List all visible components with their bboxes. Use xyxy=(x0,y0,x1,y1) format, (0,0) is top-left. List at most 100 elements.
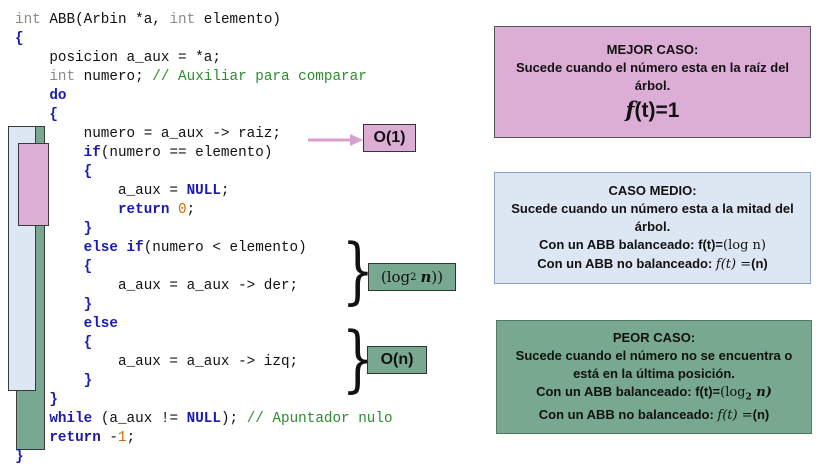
code-token: NULL xyxy=(186,183,221,199)
code-line: { xyxy=(15,106,58,125)
worst-unbalanced-formula: f(t) = xyxy=(717,408,753,424)
average-unbalanced-formula: f(t) = xyxy=(715,257,752,272)
code-line: } xyxy=(15,372,93,391)
code-token: (numero < elemento) xyxy=(143,240,307,256)
code-line: { xyxy=(15,258,93,277)
code-line: else xyxy=(15,315,118,334)
on-label: O(n) xyxy=(367,346,427,374)
code-line: } xyxy=(15,391,58,410)
code-token: numero; xyxy=(75,69,153,85)
code-token xyxy=(15,297,84,313)
if-block-pink-bar xyxy=(18,143,49,226)
best-case-formula: f(t)=1 xyxy=(495,97,810,124)
code-token: { xyxy=(49,107,58,123)
code-line: int numero; // Auxiliar para comparar xyxy=(15,68,367,87)
log-close: )) xyxy=(431,268,444,286)
code-token: do xyxy=(49,88,67,104)
best-case-f: f xyxy=(625,96,635,122)
code-token xyxy=(15,240,84,256)
code-line: do xyxy=(15,87,67,106)
code-token xyxy=(15,430,49,446)
average-balanced-label: Con un ABB balanceado: f(t)= xyxy=(538,237,724,252)
code-token xyxy=(15,411,49,427)
code-token: int xyxy=(169,12,196,28)
best-case-body: Sucede cuando el número esta en la raíz … xyxy=(515,59,790,93)
code-token: 0 xyxy=(178,202,187,218)
code-line: } xyxy=(15,448,24,467)
worst-case-balanced: Con un ABB balanceado: f(t)=(log2 n) xyxy=(497,383,811,407)
o1-label: O(1) xyxy=(363,124,416,152)
code-token: elemento) xyxy=(195,12,281,28)
worst-balanced-sub: 2 xyxy=(745,392,752,403)
worst-case-box: PEOR CASO: Sucede cuando el número no se… xyxy=(496,320,812,434)
code-token: ; xyxy=(126,430,136,446)
code-token: { xyxy=(83,164,93,180)
code-token: // Apuntador nulo xyxy=(246,411,393,427)
code-line: { xyxy=(15,30,24,49)
worst-case-body: Sucede cuando el número no se encuentra … xyxy=(515,347,793,381)
code-token: } xyxy=(15,449,24,465)
code-token xyxy=(15,107,49,123)
log-var: n xyxy=(420,268,432,286)
code-line: { xyxy=(15,334,93,353)
worst-balanced-formula-end: n) xyxy=(751,384,772,400)
code-line: if(numero == elemento) xyxy=(15,144,273,163)
code-line: while (a_aux != NULL); // Apuntador nulo xyxy=(15,410,393,429)
code-line: } xyxy=(15,220,93,239)
code-token: numero = a_aux -> raiz; xyxy=(15,126,281,142)
code-token: ; xyxy=(186,202,196,218)
code-token xyxy=(15,221,84,237)
code-token: ; xyxy=(220,183,230,199)
code-token: { xyxy=(15,31,24,47)
code-token: posicion a_aux = *a; xyxy=(15,50,221,66)
code-token xyxy=(15,259,84,275)
worst-unbalanced-label: Con un ABB no balanceado: xyxy=(538,407,718,423)
code-token: a_aux = a_aux -> izq; xyxy=(15,354,299,370)
code-token: int xyxy=(49,69,76,85)
code-line: posicion a_aux = *a; xyxy=(15,49,221,68)
code-token: a_aux = xyxy=(15,183,187,199)
code-token: return xyxy=(117,202,170,218)
code-token: } xyxy=(49,392,58,408)
code-token: { xyxy=(83,259,93,275)
log-sub: 2 xyxy=(410,271,417,283)
best-case-box: MEJOR CASO: Sucede cuando el número esta… xyxy=(494,26,811,138)
average-case-unbalanced: Con un ABB no balanceado: f(t) =(n) xyxy=(495,255,810,274)
code-token xyxy=(15,316,84,332)
average-unbalanced-tail: (n) xyxy=(751,256,768,271)
code-token xyxy=(15,373,84,389)
code-line: numero = a_aux -> raiz; xyxy=(15,125,281,144)
average-case-balanced: Con un ABB balanceado: f(t)=(log n) xyxy=(495,236,810,255)
code-token: } xyxy=(83,373,93,389)
worst-balanced-formula: (log xyxy=(720,384,746,400)
worst-unbalanced-tail: (n) xyxy=(752,407,770,423)
code-token: while xyxy=(49,411,93,427)
code-token: } xyxy=(83,297,93,313)
code-line: return -1; xyxy=(15,429,135,448)
worst-balanced-label: Con un ABB balanceado: f(t)= xyxy=(536,383,721,399)
average-balanced-formula: (log n) xyxy=(723,238,766,253)
code-token: NULL xyxy=(186,411,221,427)
average-case-body: Sucede cuando un número esta a la mitad … xyxy=(511,201,794,234)
best-case-title: MEJOR CASO: xyxy=(606,41,699,57)
code-token: return xyxy=(49,430,101,446)
code-token xyxy=(169,202,178,218)
code-token: // Auxiliar para comparar xyxy=(152,69,367,85)
code-token xyxy=(15,202,118,218)
code-token xyxy=(15,164,84,180)
code-line: a_aux = NULL; xyxy=(15,182,230,201)
code-token: if xyxy=(83,145,101,161)
code-line: return 0; xyxy=(15,201,195,220)
code-token xyxy=(15,335,84,351)
code-token: { xyxy=(83,335,93,351)
code-token: a_aux = a_aux -> der; xyxy=(15,278,299,294)
code-token: } xyxy=(83,221,93,237)
code-token xyxy=(15,145,84,161)
code-token: else if xyxy=(83,240,144,256)
code-token xyxy=(15,69,49,85)
code-token: else xyxy=(83,316,118,332)
code-token: 1 xyxy=(117,430,127,446)
worst-case-title: PEOR CASO: xyxy=(612,329,696,345)
worst-case-unbalanced: Con un ABB no balanceado: f(t) =(n) xyxy=(497,406,811,425)
